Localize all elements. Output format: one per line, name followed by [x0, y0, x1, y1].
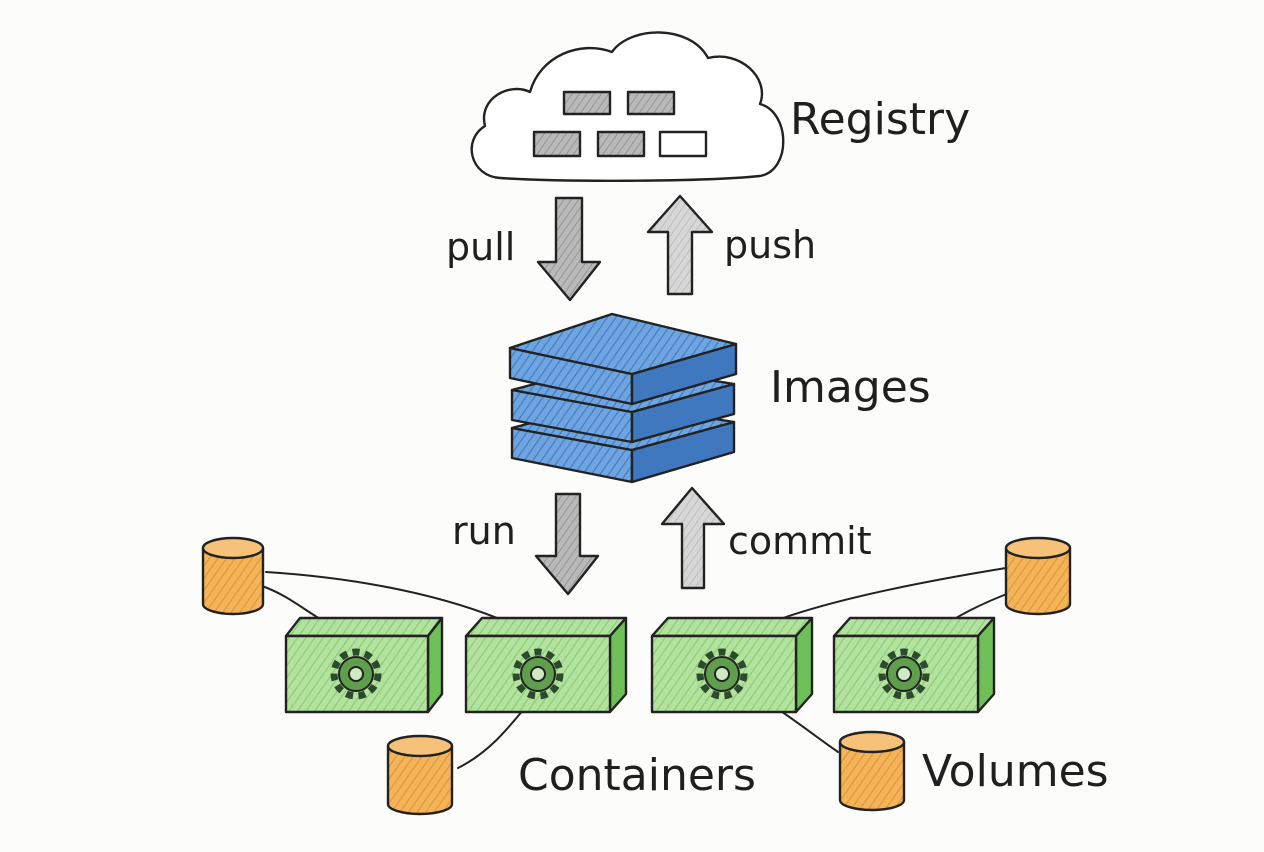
- registry-blocks: [532, 90, 708, 158]
- pull-arrow: [536, 196, 602, 302]
- cylinder-icon: [1004, 536, 1072, 616]
- container-box: [832, 616, 996, 714]
- registry-label: Registry: [790, 94, 970, 145]
- images-stack: [508, 312, 738, 484]
- arrow-down-icon: [536, 196, 602, 302]
- containers-row: [284, 616, 996, 714]
- connector-line: [265, 571, 517, 627]
- image-layer: [508, 312, 738, 406]
- registry-block: [596, 130, 646, 158]
- arrow-down-icon: [534, 492, 600, 596]
- containers-label: Containers: [518, 750, 756, 801]
- registry-block: [658, 130, 708, 158]
- gear-icon: [878, 648, 930, 700]
- gear-icon: [696, 648, 748, 700]
- pull-label: pull: [446, 225, 515, 269]
- push-label: push: [724, 223, 816, 267]
- commit-arrow: [660, 486, 726, 590]
- arrow-up-icon: [660, 486, 726, 590]
- cylinder-icon: [386, 734, 454, 816]
- container-box: [284, 616, 444, 714]
- cylinder-icon: [838, 730, 906, 812]
- gear-icon: [512, 648, 564, 700]
- volumes-label: Volumes: [922, 746, 1109, 797]
- images-label: Images: [770, 362, 931, 413]
- container-box: [650, 616, 814, 714]
- commit-label: commit: [728, 519, 872, 563]
- registry-block: [532, 130, 582, 158]
- cylinder-icon: [201, 536, 265, 616]
- registry-block: [562, 90, 612, 116]
- gear-icon: [330, 648, 382, 700]
- registry-block: [626, 90, 676, 116]
- arrow-up-icon: [646, 194, 714, 296]
- container-box: [464, 616, 628, 714]
- registry-cloud: [470, 31, 785, 182]
- volumes-group: [201, 536, 1072, 816]
- run-arrow: [534, 492, 600, 596]
- push-arrow: [646, 194, 714, 296]
- run-label: run: [452, 509, 516, 553]
